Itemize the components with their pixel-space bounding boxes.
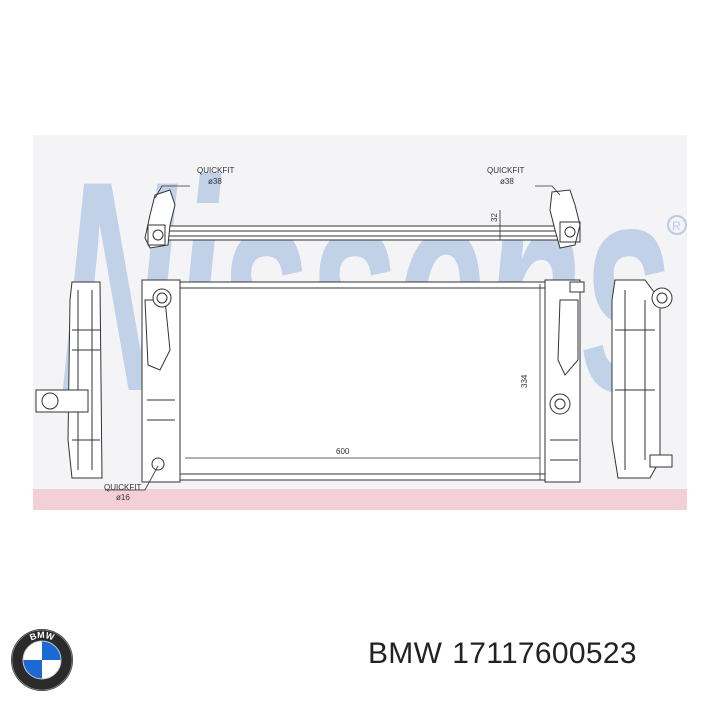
dimension-pipe-diameter: 32 bbox=[490, 213, 499, 222]
part-caption: BMW 17117600523 bbox=[368, 637, 637, 671]
brand-name: BMW bbox=[368, 637, 443, 670]
left-side-view bbox=[35, 281, 103, 479]
dimension-height: 334 bbox=[520, 374, 529, 388]
dimension-width: 600 bbox=[336, 447, 350, 456]
callout-top-left-diameter: ø38 bbox=[208, 177, 222, 186]
callout-top-right-diameter: ø38 bbox=[500, 177, 514, 186]
callout-bottom-left-diameter: ø16 bbox=[116, 493, 130, 502]
part-number: 17117600523 bbox=[452, 637, 637, 670]
right-side-view bbox=[611, 279, 673, 479]
front-view bbox=[141, 279, 585, 483]
callout-leaders bbox=[105, 185, 561, 491]
dimension-lines bbox=[185, 210, 541, 480]
registered-mark: R bbox=[672, 219, 681, 233]
callout-bottom-left-label: QUICKFIT bbox=[104, 483, 141, 492]
bmw-logo-text: BMW bbox=[28, 630, 56, 643]
bmw-logo: BMW bbox=[11, 629, 73, 691]
pink-strip bbox=[33, 489, 687, 510]
registered-mark-circle bbox=[667, 215, 687, 235]
callout-top-right-label: QUICKFIT bbox=[487, 166, 524, 175]
top-view bbox=[144, 189, 581, 249]
callout-top-left-label: QUICKFIT bbox=[197, 166, 234, 175]
